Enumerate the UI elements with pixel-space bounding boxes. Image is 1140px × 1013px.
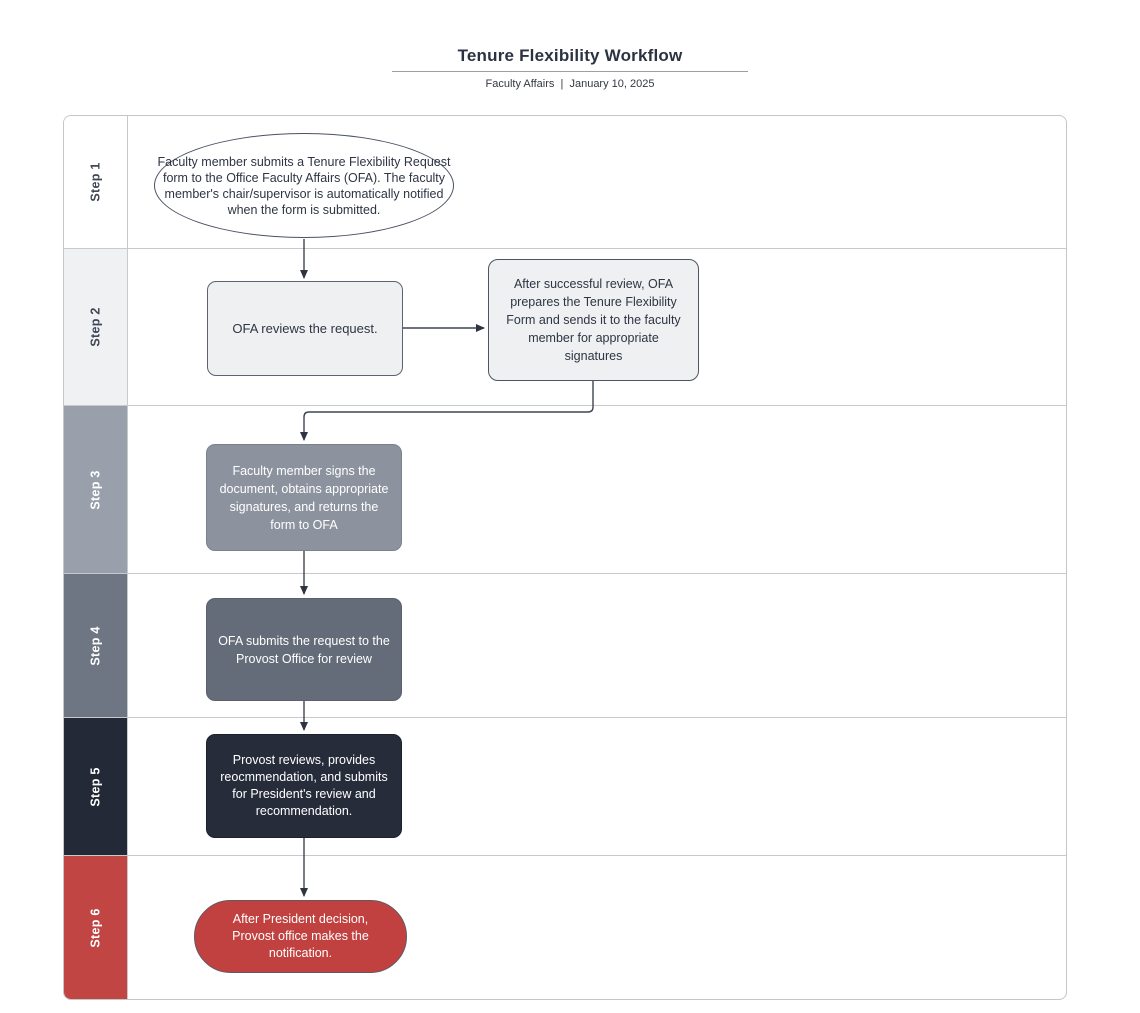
lane-label-step-4: Step 4 — [64, 574, 128, 717]
lane-step-3: Step 3 — [64, 406, 1066, 574]
node-provost-reviews: Provost reviews, provides reocmmendation… — [206, 734, 402, 838]
lane-step-1: Step 1 — [64, 116, 1066, 249]
node-prepare-form: After successful review, OFA prepares th… — [488, 259, 699, 381]
node-notification-stadium: After President decision, Provost office… — [194, 900, 407, 973]
lane-label-text: Step 2 — [88, 307, 103, 347]
diagram-header: Tenure Flexibility Workflow Faculty Affa… — [0, 46, 1140, 90]
lane-step-5: Step 5 — [64, 718, 1066, 856]
node-submit-provost: OFA submits the request to the Provost O… — [206, 598, 402, 701]
lane-label-step-3: Step 3 — [64, 406, 128, 573]
lane-label-step-5: Step 5 — [64, 718, 128, 855]
node-start-ellipse: Faculty member submits a Tenure Flexibil… — [154, 133, 454, 238]
page-subtitle: Faculty Affairs | January 10, 2025 — [485, 78, 655, 90]
swimlane-container: Step 1 Step 2 Step 3 Step 4 Step 5 Step … — [63, 115, 1067, 1000]
page-title: Tenure Flexibility Workflow — [457, 46, 683, 65]
title-underline — [392, 71, 748, 72]
lane-step-4: Step 4 — [64, 574, 1066, 718]
lane-label-text: Step 4 — [88, 625, 103, 666]
lane-label-text: Step 5 — [88, 766, 103, 807]
node-faculty-signs: Faculty member signs the document, obtai… — [206, 444, 402, 551]
lane-label-step-2: Step 2 — [64, 249, 128, 405]
lane-label-step-6: Step 6 — [64, 856, 128, 999]
lane-label-text: Step 3 — [88, 469, 103, 510]
lane-label-text: Step 1 — [88, 162, 103, 202]
lane-label-text: Step 6 — [88, 908, 103, 948]
lane-step-6: Step 6 — [64, 856, 1066, 999]
node-ofa-review: OFA reviews the request. — [207, 281, 403, 376]
lane-label-step-1: Step 1 — [64, 116, 128, 248]
